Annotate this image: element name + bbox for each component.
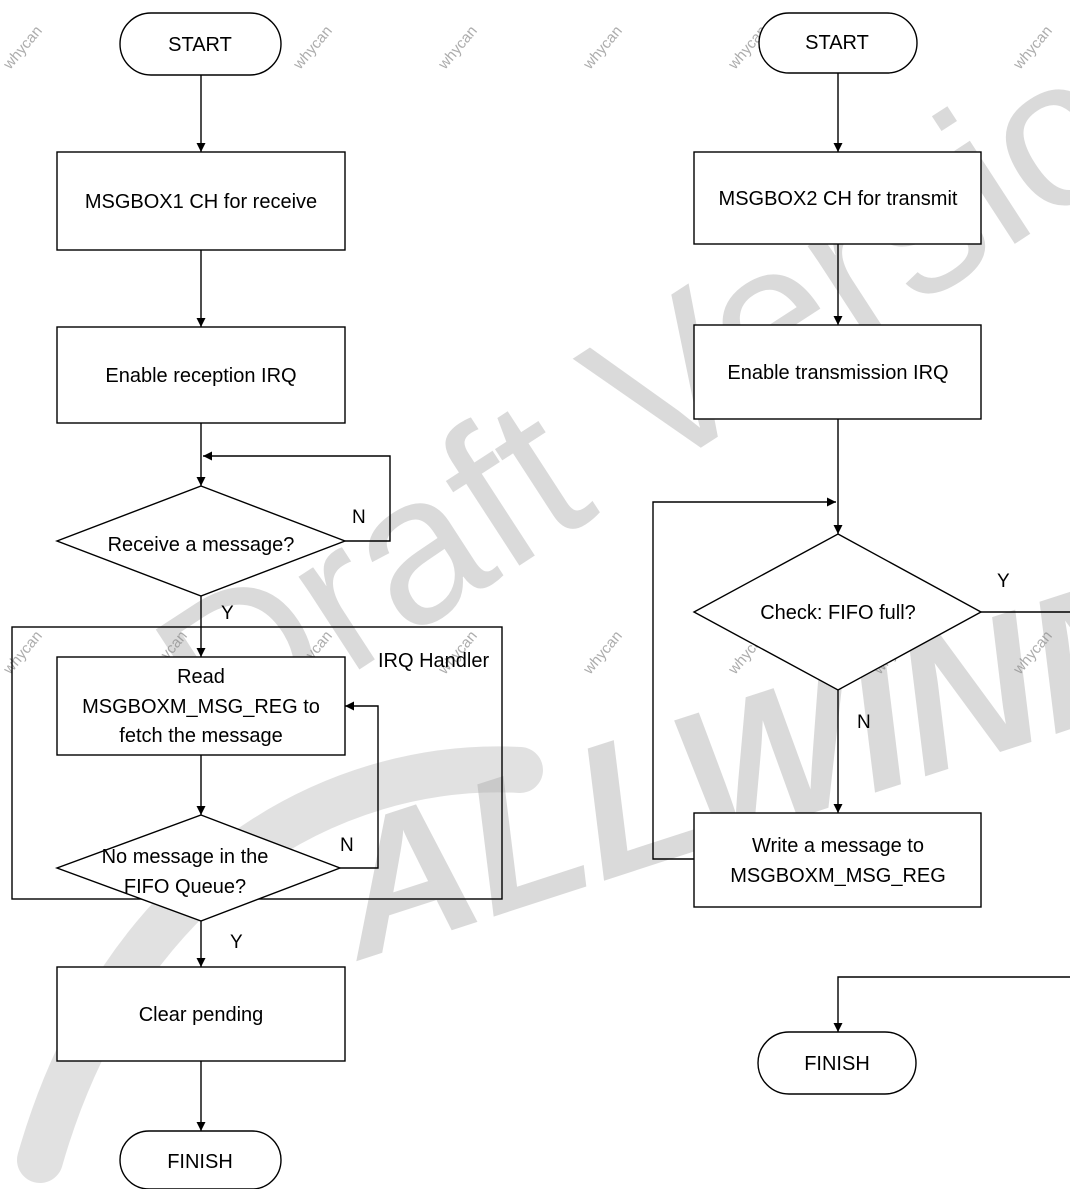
left-read-label-line2: MSGBOXM_MSG_REG to bbox=[82, 696, 320, 718]
left-decision-empty-no: N bbox=[340, 835, 354, 856]
right-flow-text: START MSGBOX2 CH for transmit Enable tra… bbox=[719, 32, 1010, 1075]
small-watermark: whycan bbox=[289, 23, 335, 74]
left-clear-pending-box bbox=[56, 966, 346, 1062]
irq-handler-label: IRQ Handler bbox=[378, 650, 489, 672]
left-finish-terminator bbox=[119, 1130, 282, 1189]
right-write-label-line1: Write a message to bbox=[752, 835, 924, 857]
right-decision-fifo-no: N bbox=[857, 712, 871, 733]
left-clear-pending-label: Clear pending bbox=[139, 1004, 264, 1026]
left-msgbox1-box bbox=[56, 151, 346, 251]
right-start-label: START bbox=[805, 32, 869, 54]
left-flow-text: START MSGBOX1 CH for receive Enable rece… bbox=[82, 34, 489, 1173]
left-decision-empty-line1: No message in the bbox=[102, 846, 269, 868]
small-watermark: whycan bbox=[434, 23, 480, 74]
left-decision-empty-yes: Y bbox=[230, 932, 243, 953]
right-enable-irq-box bbox=[693, 324, 982, 420]
right-msgbox2-label: MSGBOX2 CH for transmit bbox=[719, 188, 958, 210]
right-decision-fifo-yes: Y bbox=[997, 571, 1010, 592]
left-enable-irq-label: Enable reception IRQ bbox=[105, 365, 296, 387]
right-enable-irq-label: Enable transmission IRQ bbox=[727, 362, 948, 384]
small-watermark: whycan bbox=[0, 23, 46, 74]
left-flow bbox=[11, 12, 503, 1189]
right-msgbox2-box bbox=[693, 151, 982, 245]
left-decision-receive-label: Receive a message? bbox=[108, 534, 295, 556]
small-watermark: whycan bbox=[0, 628, 46, 679]
right-flow bbox=[652, 12, 1070, 1095]
right-write-label-line2: MSGBOXM_MSG_REG bbox=[730, 865, 946, 887]
left-start-label: START bbox=[168, 34, 232, 56]
left-msgbox1-label: MSGBOX1 CH for receive bbox=[85, 191, 317, 213]
left-read-box bbox=[56, 656, 346, 756]
right-write-box bbox=[693, 812, 982, 908]
small-watermark: whycan bbox=[579, 628, 625, 679]
right-decision-fifo-label: Check: FIFO full? bbox=[760, 602, 916, 624]
left-read-label-line3: fetch the message bbox=[119, 725, 282, 747]
left-finish-label: FINISH bbox=[167, 1151, 233, 1173]
right-finish-terminator bbox=[757, 1031, 917, 1095]
left-decision-empty-line2: FIFO Queue? bbox=[124, 876, 246, 898]
left-decision-receive-no: N bbox=[352, 507, 366, 528]
left-enable-irq-box bbox=[56, 326, 346, 424]
left-decision-receive-yes: Y bbox=[221, 603, 234, 624]
right-finish-label: FINISH bbox=[804, 1053, 870, 1075]
left-read-label-line1: Read bbox=[177, 666, 225, 688]
small-watermark: whycan bbox=[579, 23, 625, 74]
